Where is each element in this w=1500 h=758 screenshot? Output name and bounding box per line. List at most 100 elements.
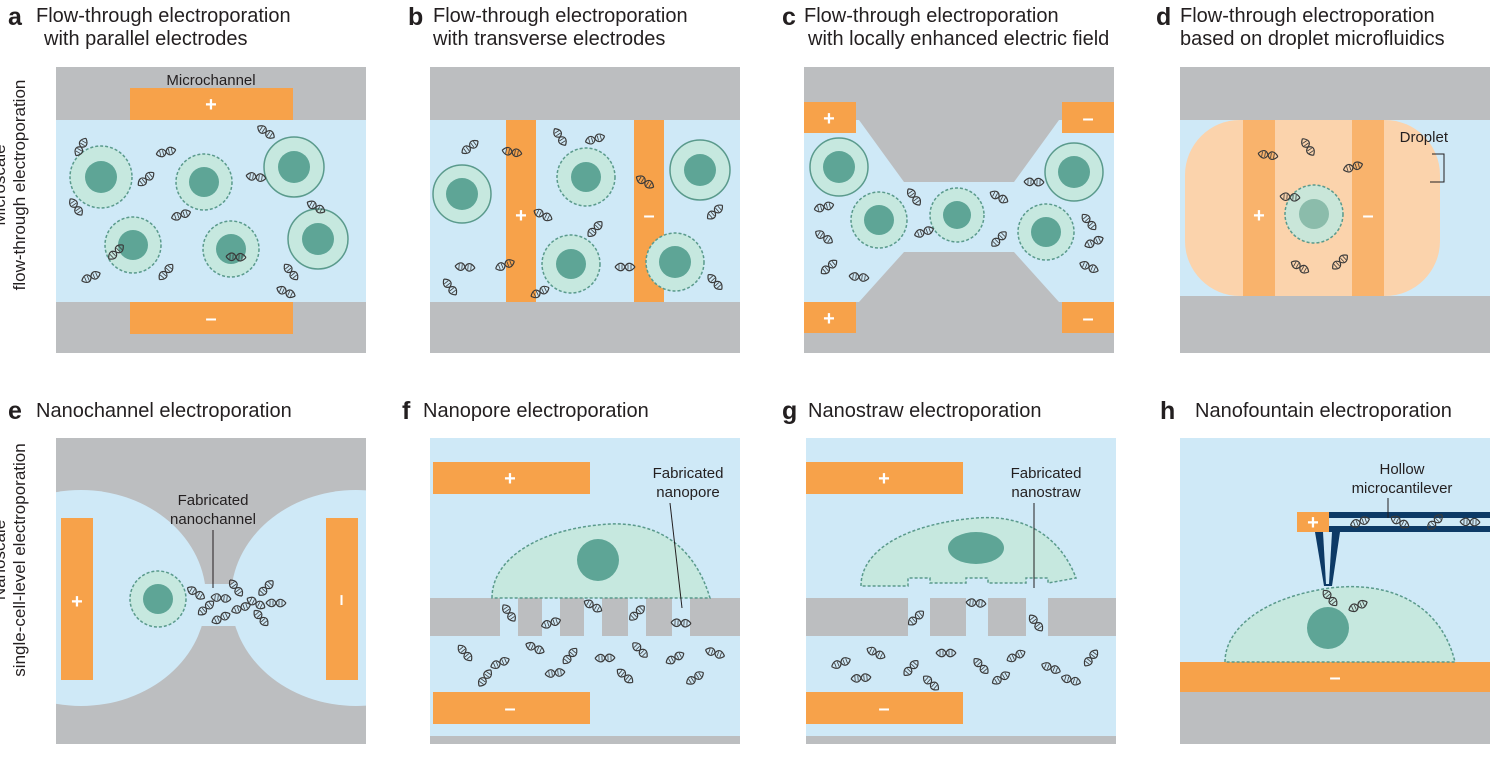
dna-molecules: [813, 177, 1104, 282]
panel-d-title-line1: Flow-through electroporation: [1180, 5, 1435, 27]
dna-icon: [686, 671, 704, 685]
dna-icon: [265, 598, 287, 608]
nanostraw-label-line2: nanostraw: [1011, 484, 1080, 501]
microchannel-label: Microchannel: [166, 72, 255, 89]
dna-icon: [553, 128, 567, 146]
nanostraw: [908, 578, 930, 636]
dna-icon: [533, 208, 553, 222]
plus-sign: +: [515, 205, 527, 227]
dna-icon: [850, 673, 872, 683]
dna-icon: [991, 671, 1011, 685]
dna-icon: [1083, 649, 1099, 667]
dna-icon: [848, 272, 870, 282]
dna-molecules: [1257, 138, 1364, 274]
dna-icon: [158, 263, 174, 281]
dna-icon: [632, 642, 648, 658]
panel-d-letter: d: [1156, 3, 1172, 31]
cell: [1017, 203, 1075, 261]
cell: [809, 137, 869, 197]
dna-molecules: [457, 599, 726, 687]
dna-icon: [1390, 515, 1410, 529]
dna-icon: [616, 668, 634, 684]
panel-b-diagram: + –: [430, 120, 740, 302]
panel-c-title-line2: with locally enhanced electric field: [808, 28, 1110, 50]
electrode-negative: [1352, 120, 1384, 296]
dna-icon: [225, 252, 247, 262]
electrode-positive: [1297, 512, 1329, 532]
electrode-negative: [326, 518, 358, 680]
cantilever-label-line2: microcantilever: [1352, 480, 1453, 497]
plus-sign: +: [1307, 512, 1319, 534]
panel-d-title-line2: based on droplet microfluidics: [1180, 28, 1445, 50]
dna-icon: [211, 611, 231, 625]
dna-icon: [530, 285, 550, 299]
panel-g-diagram: + – Fabricated nanostraw: [806, 438, 1116, 736]
nanopore: [672, 598, 690, 636]
minus-sign: –: [878, 698, 889, 720]
dna-icon: [108, 244, 124, 260]
plus-sign: +: [878, 468, 890, 490]
row-label-microscale-line1: Microscale: [0, 144, 9, 226]
cell: [1284, 184, 1344, 244]
row-label-microscale: Microscale flow-through electroporation: [0, 35, 30, 335]
dna-icon: [276, 285, 296, 299]
electrode-negative: [1062, 302, 1114, 333]
electrode-negative: [1062, 102, 1114, 133]
dna-molecules: [186, 579, 287, 627]
panel-b-title-line2: with transverse electrodes: [433, 28, 666, 50]
dna-icon: [973, 658, 989, 674]
dna-icon: [495, 259, 515, 271]
panel-h-diagram: – + Hollow microcantilever: [1180, 438, 1490, 692]
panel-a-diagram: Microchannel + –: [56, 72, 366, 334]
dna-icon: [706, 204, 724, 220]
cell: [129, 570, 187, 628]
panel-a-title-line1: Flow-through electroporation: [36, 5, 291, 27]
nanostraw: [966, 578, 988, 636]
dna-icon: [614, 262, 636, 272]
panel-b: + –: [430, 67, 740, 353]
panel-h: – + Hollow microcantilever: [1180, 438, 1490, 744]
dna-icon: [306, 200, 326, 214]
dna-icon: [544, 668, 566, 678]
nanopore-label-line2: nanopore: [656, 484, 719, 501]
electrode-positive: [806, 462, 963, 494]
dna-icon: [283, 263, 299, 281]
panel-e-title: Nanochannel electroporation: [36, 400, 292, 422]
dna-icon: [989, 190, 1009, 204]
dna-icon: [815, 230, 833, 244]
dna-icon: [457, 644, 473, 662]
row-label-nanoscale: Nanoscale single-cell-level electroporat…: [0, 410, 30, 710]
electrode-positive: [804, 302, 856, 333]
panel-b-title: Flow-through electroporation with transv…: [433, 5, 688, 51]
dna-icon: [246, 596, 266, 610]
dna-icon: [210, 593, 232, 603]
plus-sign: +: [205, 94, 217, 116]
dna-icon: [155, 146, 177, 158]
nucleus: [577, 539, 619, 581]
nanopore: [542, 598, 560, 636]
dna-icon: [540, 617, 562, 629]
dna-icon: [442, 278, 458, 296]
dna-icon: [1349, 516, 1371, 528]
dna-icon: [454, 262, 476, 272]
panel-a-letter: a: [8, 3, 22, 31]
dna-icon: [74, 137, 88, 157]
dna-icon: [907, 610, 925, 626]
nanochannel-label-line2: nanochannel: [170, 511, 256, 528]
dna-icon: [1257, 150, 1279, 160]
panel-c-diagram: + – + –: [804, 102, 1114, 333]
panel-b-letter: b: [408, 3, 424, 31]
dna-icon: [1084, 235, 1104, 249]
panel-b-title-line1: Flow-through electroporation: [433, 5, 688, 27]
cell: [1044, 142, 1104, 202]
nanostraw: [1026, 578, 1048, 636]
row-label-nanoscale-line2: single-cell-level electroporation: [10, 443, 29, 677]
panel-f-diagram: + – Fabricated nanopore: [430, 438, 740, 736]
panel-d: + – Droplet: [1180, 67, 1490, 353]
panel-d-diagram: + – Droplet: [1180, 120, 1490, 296]
dna-icon: [583, 599, 603, 613]
electrode-positive: [1243, 120, 1275, 296]
dna-icon: [820, 259, 838, 275]
cell: [556, 147, 616, 207]
dna-icon: [245, 172, 267, 182]
